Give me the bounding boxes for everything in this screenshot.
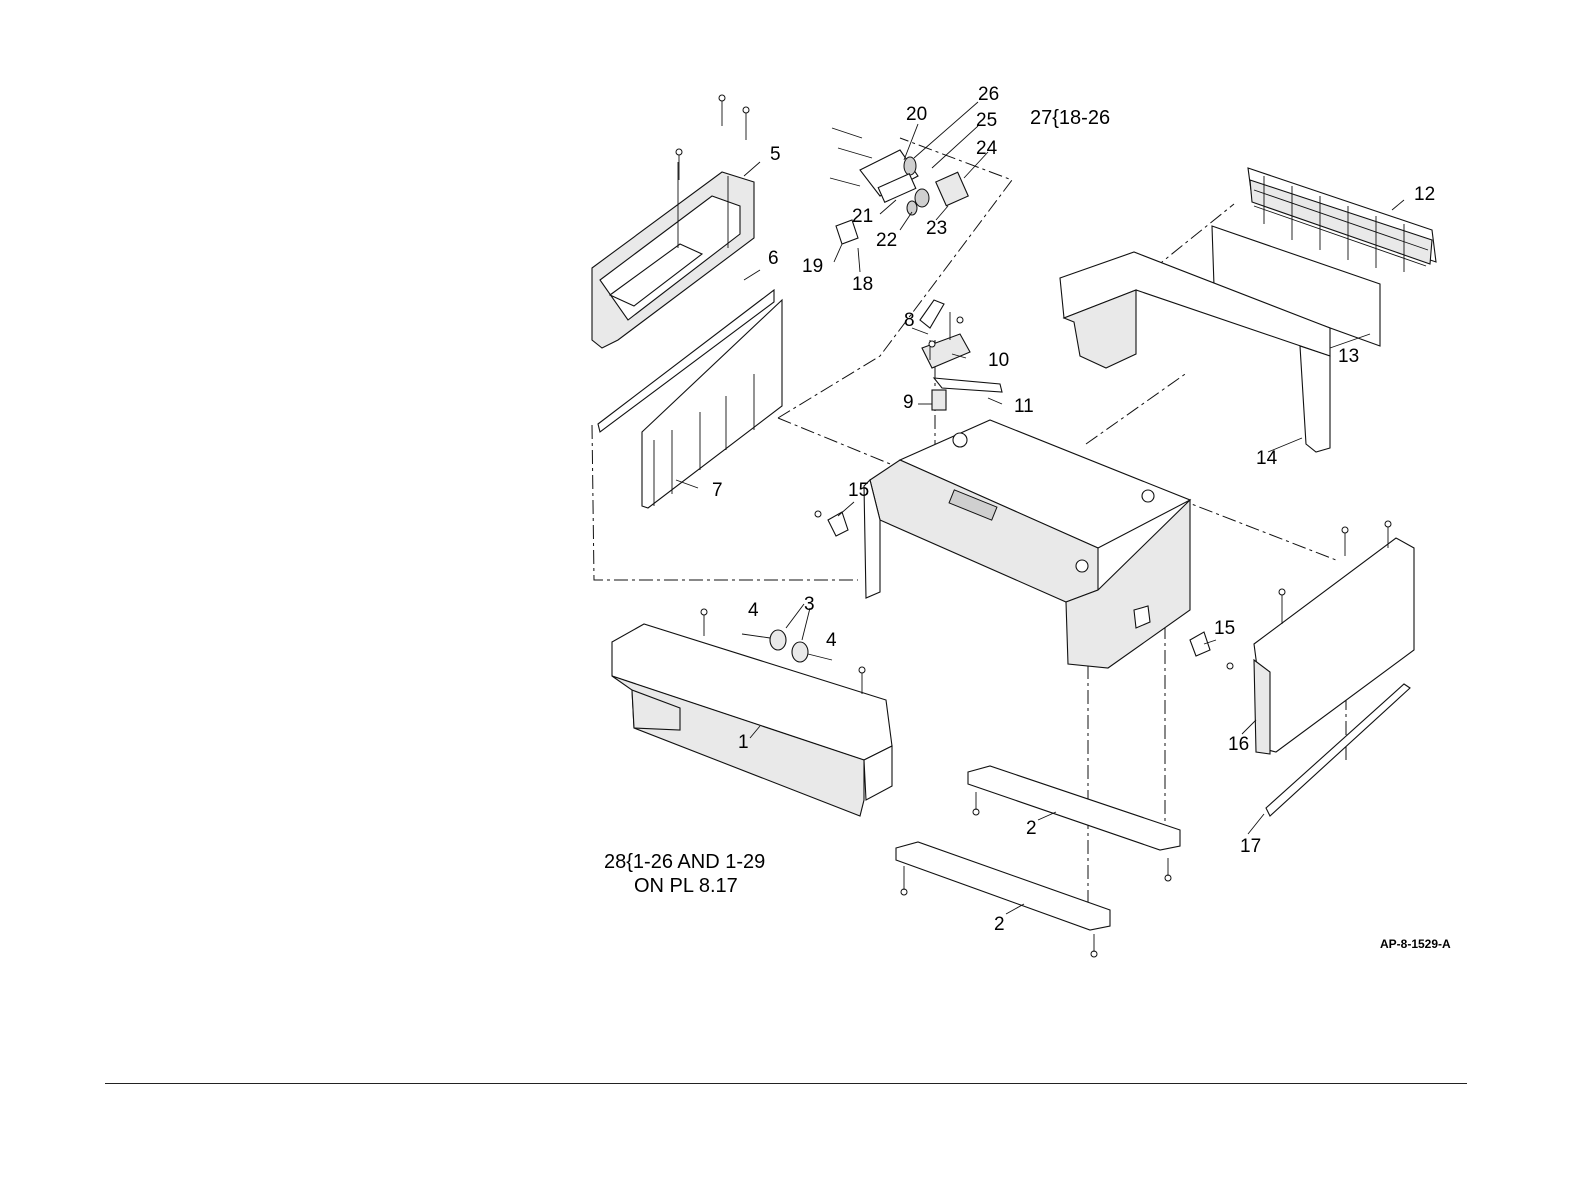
left-cover-assembly xyxy=(592,162,782,508)
callout-26: 26 xyxy=(978,84,999,105)
callout-23: 23 xyxy=(926,218,947,239)
bottom-brackets xyxy=(896,766,1180,930)
tray-body xyxy=(864,420,1190,668)
figure-reference: AP-8-1529-A xyxy=(1380,937,1451,951)
callout-24: 24 xyxy=(976,138,998,159)
kit-27-note: 27{18-26 xyxy=(1030,107,1110,129)
footer-rule xyxy=(105,1083,1467,1084)
callout-9: 9 xyxy=(903,392,914,413)
callout-12: 12 xyxy=(1414,184,1435,205)
callout-2a: 2 xyxy=(1026,818,1037,839)
right-cover-assembly xyxy=(1254,538,1414,816)
callout-25: 25 xyxy=(976,110,997,131)
callout-5: 5 xyxy=(770,144,781,165)
callout-15a: 15 xyxy=(848,480,869,501)
callout-10: 10 xyxy=(988,350,1009,371)
callout-8: 8 xyxy=(904,310,915,331)
callout-7: 7 xyxy=(712,480,723,501)
callout-3: 3 xyxy=(804,594,815,615)
callout-4a: 4 xyxy=(748,600,759,621)
kit-28-note-line1: 28{1-26 AND 1-29 xyxy=(604,851,765,873)
callout-22: 22 xyxy=(876,230,897,251)
callout-16: 16 xyxy=(1228,734,1249,755)
callout-17: 17 xyxy=(1240,836,1261,857)
callout-6: 6 xyxy=(768,248,779,269)
callout-18: 18 xyxy=(852,274,873,295)
callout-15b: 15 xyxy=(1214,618,1235,639)
callout-1: 1 xyxy=(738,732,749,753)
callout-2b: 2 xyxy=(994,914,1005,935)
callout-19: 19 xyxy=(802,256,823,277)
callout-20: 20 xyxy=(906,104,927,125)
front-cover xyxy=(612,624,892,816)
callout-14: 14 xyxy=(1256,448,1278,469)
callout-4b: 4 xyxy=(826,630,837,651)
callout-13: 13 xyxy=(1338,346,1359,367)
kit-28-note-line2: ON PL 8.17 xyxy=(634,875,738,897)
callout-21: 21 xyxy=(852,206,873,227)
callout-11: 11 xyxy=(1014,396,1034,417)
rollers xyxy=(742,630,832,662)
drive-assembly xyxy=(830,128,968,244)
rear-cover-assembly xyxy=(1060,168,1436,452)
